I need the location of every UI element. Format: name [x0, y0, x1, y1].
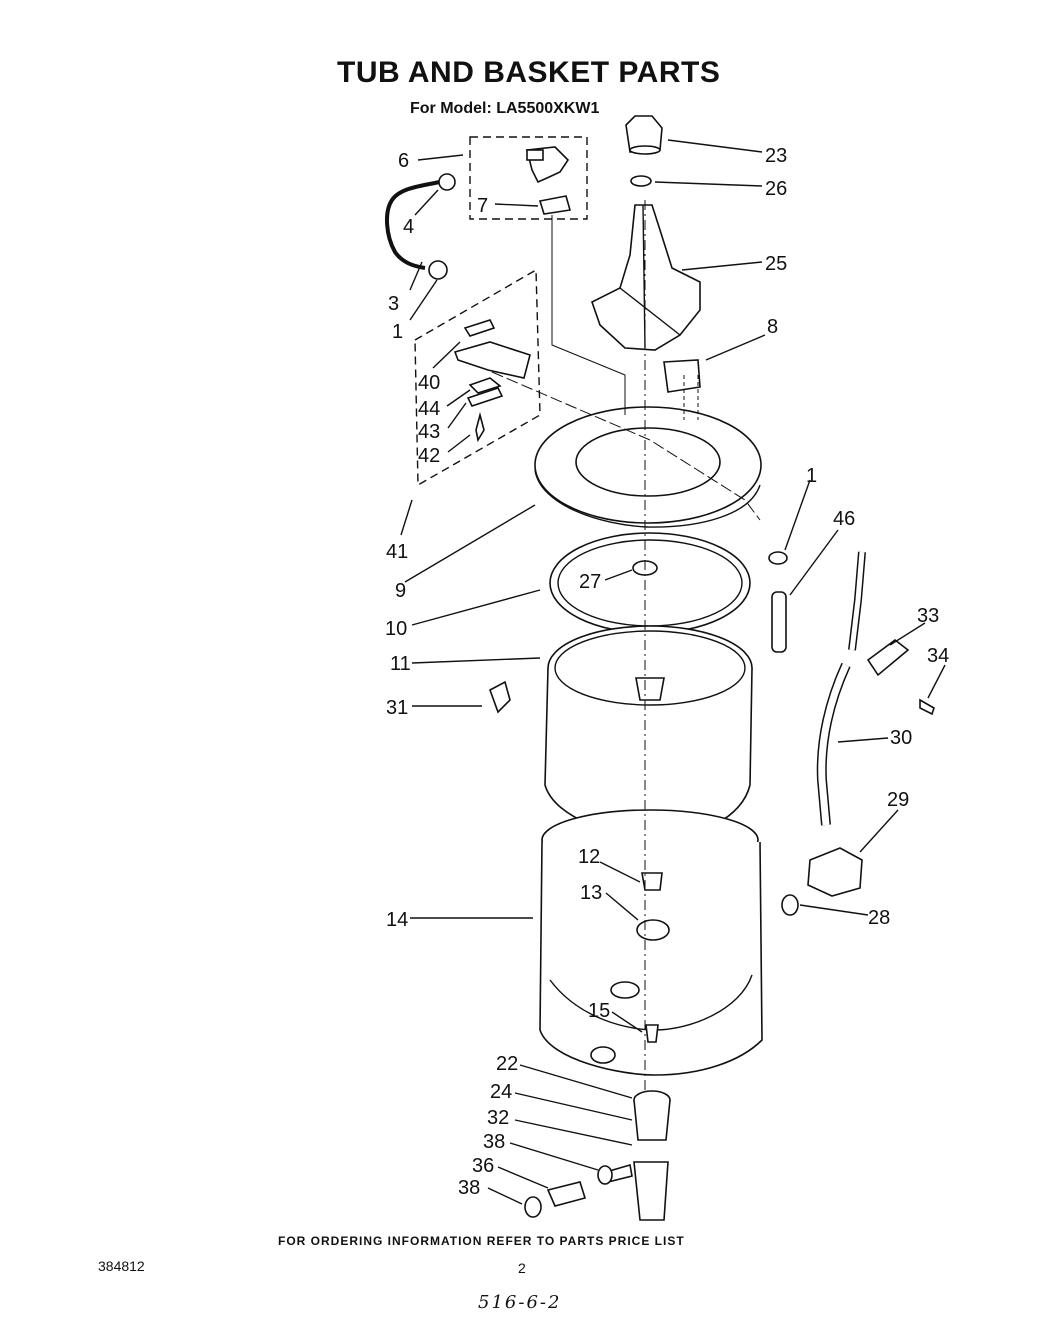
part-1-grommet-right	[768, 551, 788, 565]
part-46-tube	[771, 591, 787, 653]
callout-28: 28	[868, 907, 890, 929]
drain-assembly	[605, 1090, 671, 1221]
callout-1-right: 1	[806, 465, 817, 487]
callout-23: 23	[765, 145, 787, 167]
part-13-seal	[636, 919, 670, 941]
callout-9: 9	[395, 580, 406, 602]
callout-1-left: 1	[392, 321, 403, 343]
agitator-cap-part	[625, 115, 663, 155]
callout-38-lower: 38	[458, 1177, 480, 1199]
hose-washer-lower	[428, 260, 448, 280]
part-31-clip	[489, 680, 511, 714]
callout-11: 11	[390, 653, 411, 675]
fill-hose	[385, 180, 441, 270]
callout-25: 25	[765, 253, 787, 275]
callout-32: 32	[487, 1107, 509, 1129]
callout-26: 26	[765, 178, 787, 200]
document-number: 384812	[98, 1258, 145, 1274]
callout-31: 31	[386, 697, 408, 719]
part-33-bracket	[866, 638, 910, 677]
spin-basket-part	[544, 625, 753, 839]
dispenser-screen	[453, 341, 531, 379]
callout-27: 27	[579, 571, 601, 593]
part-29-pump	[807, 847, 863, 897]
part-7-pad	[538, 195, 572, 215]
callout-42: 42	[418, 445, 440, 467]
ordering-footer: FOR ORDERING INFORMATION REFER TO PARTS …	[278, 1234, 685, 1248]
callout-33: 33	[917, 605, 939, 627]
water-valve-part	[526, 146, 570, 184]
part-34-screw	[919, 698, 935, 716]
part-26-nut	[630, 175, 652, 187]
callout-38-upper: 38	[483, 1131, 505, 1153]
callout-41: 41	[386, 541, 408, 563]
guide-line-40	[491, 371, 761, 521]
outer-tub-part	[539, 809, 763, 1076]
callout-12: 12	[578, 846, 600, 868]
callout-36: 36	[472, 1155, 494, 1177]
callout-3: 3	[388, 293, 399, 315]
callout-22: 22	[496, 1053, 518, 1075]
callout-43: 43	[418, 421, 440, 443]
part-36-tube	[546, 1181, 587, 1207]
part-28-seal	[781, 894, 799, 916]
part-40-clip	[463, 319, 496, 337]
dispenser-group-box	[414, 268, 541, 487]
callout-15: 15	[588, 1000, 610, 1022]
model-subtitle: For Model: LA5500XKW1	[410, 100, 600, 117]
callout-30: 30	[890, 727, 912, 749]
callout-40: 40	[418, 372, 440, 394]
leader-lines	[400, 139, 946, 1205]
callout-10: 10	[385, 618, 407, 640]
callout-29: 29	[887, 789, 909, 811]
callout-13: 13	[580, 882, 602, 904]
callout-7: 7	[477, 195, 488, 217]
part-15-valve	[645, 1024, 659, 1043]
part-42-screw	[475, 411, 485, 443]
valve-group-box	[469, 136, 588, 220]
tub-ring-part	[534, 406, 762, 528]
part-12-bearing	[641, 872, 663, 891]
part-38-clamp-left	[524, 1196, 542, 1218]
part-44	[468, 377, 502, 394]
handwritten-note: 516-6-2	[478, 1292, 562, 1313]
callout-6: 6	[398, 150, 409, 172]
part-38-clamp-right	[597, 1165, 613, 1185]
callout-44: 44	[418, 398, 440, 420]
part-8-plate	[663, 359, 701, 393]
agitator-part	[591, 204, 701, 351]
page-title: TUB AND BASKET PARTS	[337, 56, 721, 89]
callout-4: 4	[403, 216, 414, 238]
page-number: 2	[518, 1260, 526, 1276]
hose-washer-upper	[438, 173, 456, 191]
callout-24: 24	[490, 1081, 512, 1103]
callout-14: 14	[386, 909, 408, 931]
callout-8: 8	[767, 316, 778, 338]
callout-34: 34	[927, 645, 949, 667]
part-43	[466, 387, 504, 407]
callout-46: 46	[833, 508, 855, 530]
guide-line-7	[551, 215, 626, 415]
